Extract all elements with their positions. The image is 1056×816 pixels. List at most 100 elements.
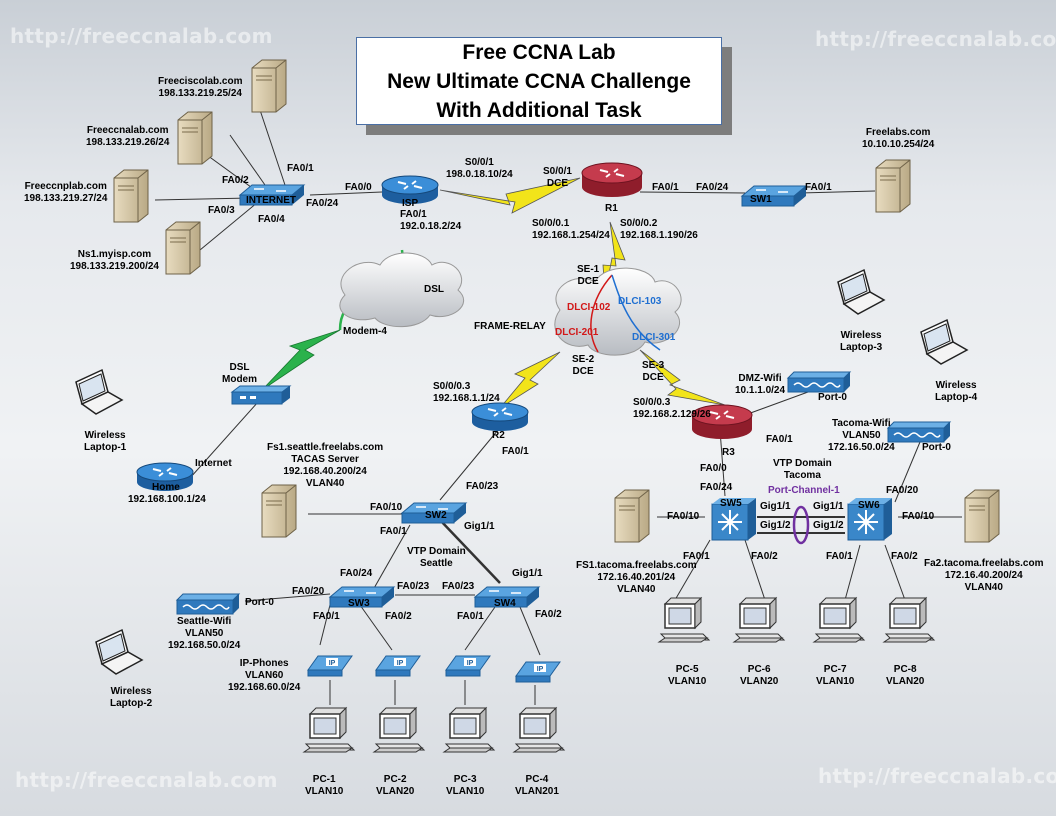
laptop-4-icon	[920, 319, 968, 365]
pc-5-label: PC-5 VLAN10	[668, 664, 707, 687]
if-r2-s0003: S0/0/0.3 192.168.1.1/24	[433, 381, 500, 404]
dlci-201-label: DLCI-201	[555, 327, 599, 338]
server-fs1-seattle-label: Fs1.seattle.freelabs.com TACAS Server 19…	[267, 442, 384, 489]
server-freelabs-icon	[875, 159, 911, 213]
watermark-bottom-right: http://freeccnalab.com	[818, 764, 1056, 788]
laptop-1-label: Wireless Laptop-1	[84, 430, 127, 453]
if-sw6-fa02: FA0/2	[891, 551, 918, 562]
router-r2-icon	[471, 402, 529, 432]
if-r3-fa00: FA0/0	[700, 463, 727, 474]
if-sw1-fa024: FA0/24	[696, 182, 729, 193]
vtp-tacoma-label: VTP Domain Tacoma	[773, 458, 832, 481]
if-se2: SE-2 DCE	[572, 354, 595, 377]
if-sw3-fa020: FA0/20	[292, 586, 325, 597]
modem4-label: Modem-4	[343, 326, 387, 337]
laptop-1-icon	[75, 369, 123, 415]
pc-1-icon	[303, 707, 355, 753]
if-sw4-fa02: FA0/2	[535, 609, 562, 620]
server-freeccnplab-label: Freeccnplab.com 198.133.219.27/24	[24, 181, 108, 204]
if-sw6-gig12: Gig1/2	[813, 520, 844, 531]
internet-switch-label: INTERNET	[246, 195, 296, 206]
laptop-4-label: Wireless Laptop-4	[935, 380, 978, 403]
server-ns1-label: Ns1.myisp.com 198.133.219.200/24	[70, 249, 159, 272]
title-box: Free CCNA Lab New Ultimate CCNA Challeng…	[356, 37, 722, 125]
server-freeccnalab-label: Freeccnalab.com 198.133.219.26/24	[86, 125, 170, 148]
ap-tacoma-wifi-icon	[887, 421, 951, 443]
laptop-2-label: Wireless Laptop-2	[110, 686, 153, 709]
ap-dmz-wifi-icon	[787, 371, 851, 393]
dlci-103-label: DLCI-103	[618, 296, 662, 307]
server-freeccnalab-icon	[177, 111, 213, 165]
sw3-label: SW3	[348, 598, 370, 609]
if-r1-s0002: S0/0/0.2 192.168.1.190/26	[620, 218, 698, 241]
pc-3-label: PC-3 VLAN10	[446, 774, 485, 797]
if-internet-fa04: FA0/4	[258, 214, 285, 225]
if-internet-fa03: FA0/3	[208, 205, 235, 216]
if-r3-s0003: S0/0/0.3 192.168.2.129/26	[633, 397, 711, 420]
dsl-cloud-label: DSL	[424, 284, 444, 295]
server-freeccnplab-icon	[113, 169, 149, 223]
server-fs1-tacoma-label: FS1.tacoma.freelabs.com 172.16.40.201/24…	[576, 560, 697, 595]
r3-label: R3	[722, 447, 735, 458]
pc-3-icon	[443, 707, 495, 753]
if-sw2-gig11: Gig1/1	[464, 521, 495, 532]
if-sw4-fa01: FA0/1	[457, 611, 484, 622]
frame-relay-label: FRAME-RELAY	[474, 321, 546, 332]
sw1-label: SW1	[750, 194, 772, 205]
if-r1-fa01: FA0/1	[652, 182, 679, 193]
home-ip-label: 192.168.100.1/24	[128, 494, 206, 505]
if-sw5-gig11: Gig1/1	[760, 501, 791, 512]
sw4-label: SW4	[494, 598, 516, 609]
if-sw6-fa01: FA0/1	[826, 551, 853, 562]
if-sw3-fa01: FA0/1	[313, 611, 340, 622]
pc-6-icon	[733, 597, 785, 643]
dlci-102-label: DLCI-102	[567, 302, 611, 313]
if-internet-fa02: FA0/2	[222, 175, 249, 186]
laptop-3-icon	[837, 269, 885, 315]
serial-frame-r2	[499, 351, 561, 409]
ip-phone-4-icon	[515, 661, 561, 683]
pc-1-label: PC-1 VLAN10	[305, 774, 344, 797]
internet-if-label: Internet	[195, 458, 232, 469]
if-sw1-fa01: FA0/1	[805, 182, 832, 193]
if-sw5-fa010: FA0/10	[667, 511, 700, 522]
ip-phone-2-icon	[375, 655, 421, 677]
ap-dmz-wifi-label: DMZ-Wifi 10.1.1.0/24	[735, 373, 786, 396]
serial-isp-r1	[439, 177, 581, 214]
pc-2-icon	[373, 707, 425, 753]
home-label: Home	[152, 482, 180, 493]
if-sw3-fa023: FA0/23	[397, 581, 430, 592]
dsl-modem-icon	[230, 385, 292, 405]
laptop-2-icon	[95, 629, 143, 675]
if-isp-fa01: FA0/1 192.0.18.2/24	[400, 209, 462, 232]
if-sw5-fa024: FA0/24	[700, 482, 733, 493]
if-r1-s001: S0/0/1 DCE	[543, 166, 572, 189]
dsl-modem-label: DSL Modem	[222, 362, 257, 385]
ap-seattle-wifi-label: Seattle-Wifi VLAN50 192.168.50.0/24	[168, 616, 241, 651]
ap-seattle-wifi-icon	[176, 593, 240, 615]
title-line-2: New Ultimate CCNA Challenge	[387, 70, 691, 93]
if-sw6-gig11: Gig1/1	[813, 501, 844, 512]
if-sw5-fa02: FA0/2	[751, 551, 778, 562]
pc-8-icon	[883, 597, 935, 643]
server-fs1-tacoma-icon	[614, 489, 650, 543]
pc-4-label: PC-4 VLAN201	[515, 774, 559, 797]
dsl-modem-bolt	[261, 329, 341, 391]
if-r1-s0001: S0/0/0.1 192.168.1.254/24	[532, 218, 610, 241]
server-fs1-seattle-icon	[261, 484, 297, 538]
if-isp-s001: S0/0/1 198.0.18.10/24	[446, 157, 513, 180]
if-sw6-fa020: FA0/20	[886, 485, 919, 496]
if-sw5-fa01: FA0/1	[683, 551, 710, 562]
watermark-top-left: http://freeccnalab.com	[10, 24, 273, 48]
pc-4-icon	[513, 707, 565, 753]
if-se3: SE-3 DCE	[642, 360, 665, 383]
title-line-3: With Additional Task	[436, 99, 642, 122]
if-sw2-fa010: FA0/10	[370, 502, 403, 513]
router-r1-icon	[581, 162, 643, 198]
if-sw5-gig12: Gig1/2	[760, 520, 791, 531]
server-ns1-icon	[165, 221, 201, 275]
if-sw6-fa010: FA0/10	[902, 511, 935, 522]
ap-tacoma-wifi-label: Tacoma-Wifi VLAN50 172.16.50.0/24	[828, 418, 895, 453]
